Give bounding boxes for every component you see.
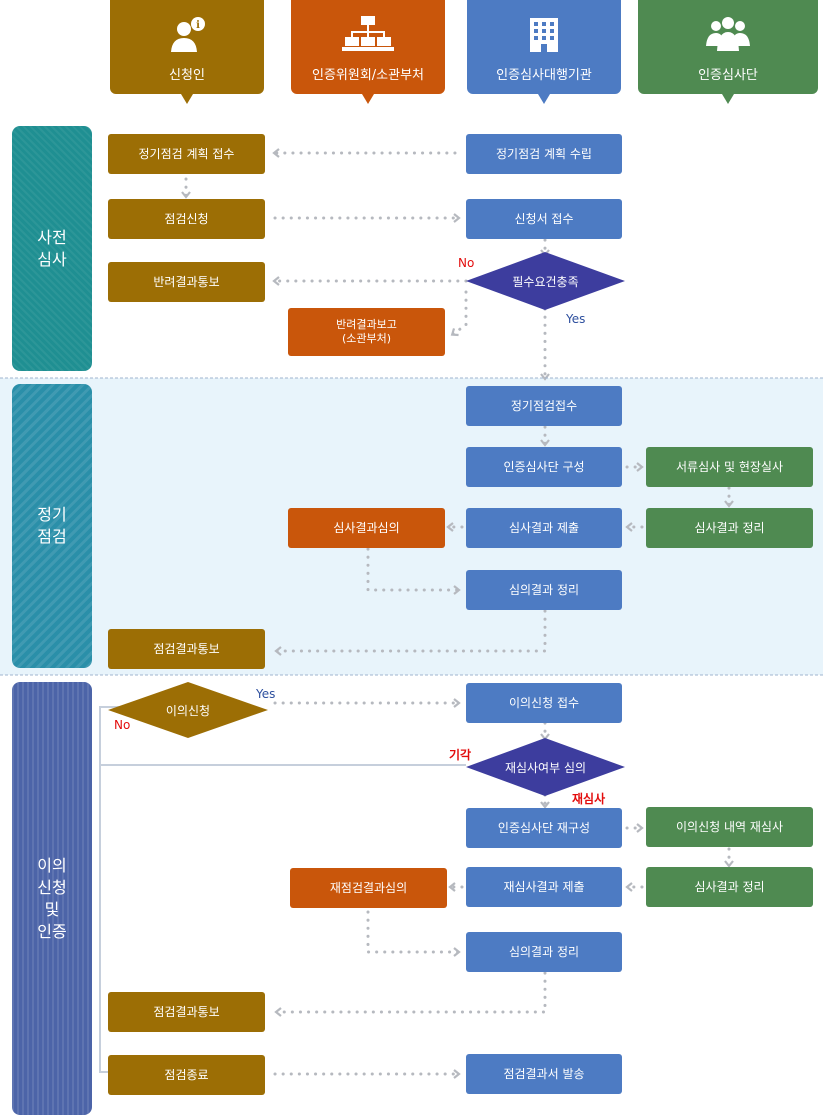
- step-team-reformation: 인증심사단 재구성: [466, 808, 622, 848]
- step-team-formation: 인증심사단 구성: [466, 447, 622, 487]
- building-icon: [467, 14, 621, 54]
- decision-requirement-check: 필수요건충족: [466, 252, 625, 310]
- step-document-onsite-review: 서류심사 및 현장실사: [646, 447, 813, 487]
- arrow-organize-to-final-notice: [274, 971, 547, 1017]
- step-appeal-result-notice: 점검결과통보: [108, 992, 265, 1032]
- step-result-notice: 점검결과통보: [108, 629, 265, 669]
- lane-header-agency: 인증심사대행기관: [467, 0, 621, 104]
- label-rereview: 재심사: [572, 792, 606, 806]
- arrow-deliberation-to-organize: [366, 547, 461, 595]
- label-no-requirement: No: [458, 256, 475, 270]
- lane-label: 인증위원회/소관부처: [311, 68, 425, 83]
- step-apply: 점검신청: [108, 199, 265, 239]
- step-reinspection-deliberation: 재점검결과심의: [290, 868, 447, 908]
- svg-text:i: i: [196, 20, 200, 31]
- step-plan-receive: 정기점검 계획 접수: [108, 134, 265, 174]
- step-inspection-receive: 정기점검접수: [466, 386, 622, 426]
- person-info-icon: i: [110, 14, 264, 54]
- decision-appeal: 이의신청: [108, 682, 268, 738]
- rejection-report-line2: (소관부처): [341, 332, 392, 345]
- phase-pre-review: 사전 심사: [12, 126, 92, 371]
- arrow-organize-to-notice: [274, 609, 547, 656]
- step-result-submit: 심사결과 제출: [466, 508, 622, 548]
- decision-label: 재심사여부 심의: [504, 760, 587, 775]
- label-dismissed: 기각: [449, 748, 472, 762]
- arrow-check-no-to-report: [450, 290, 468, 337]
- label-no-appeal: No: [114, 718, 131, 732]
- step-application-receive: 신청서 접수: [466, 199, 622, 239]
- lane-header-committee: 인증위원회/소관부처: [291, 0, 445, 104]
- step-plan-establish: 정기점검 계획 수립: [466, 134, 622, 174]
- step-inspection-end: 점검종료: [108, 1055, 265, 1095]
- org-chart-icon: [291, 14, 445, 54]
- phase-regular-inspection: 정기 점검: [12, 384, 92, 668]
- step-rejection-report: 반려결과보고 (소관부처): [288, 308, 445, 356]
- group-icon: [638, 14, 818, 54]
- step-result-organize: 심사결과 정리: [646, 508, 813, 548]
- lane-label: 인증심사대행기관: [496, 68, 592, 83]
- phase-appeal-certification: 이의 신청 및 인증: [12, 682, 92, 1115]
- step-deliberation-organize: 심의결과 정리: [466, 570, 622, 610]
- lane-header-applicant: i 신청인: [110, 0, 264, 104]
- decision-rereview: 재심사여부 심의: [466, 738, 625, 796]
- step-appeal-receive: 이의신청 접수: [466, 683, 622, 723]
- lane-label: 신청인: [169, 68, 205, 83]
- step-appeal-deliberation-organize: 심의결과 정리: [466, 932, 622, 972]
- decision-label: 이의신청: [165, 703, 211, 718]
- step-appeal-result-organize: 심사결과 정리: [646, 867, 813, 907]
- step-result-deliberation: 심사결과심의: [288, 508, 445, 548]
- step-rereview-submit: 재심사결과 제출: [466, 867, 622, 907]
- step-report-dispatch: 점검결과서 발송: [466, 1054, 622, 1094]
- arrow-reinspection-to-organize: [366, 910, 461, 957]
- label-yes-appeal: Yes: [256, 687, 276, 701]
- lane-label: 인증심사단: [698, 68, 758, 83]
- label-yes-requirement: Yes: [566, 312, 586, 326]
- rejection-report-line1: 반려결과보고: [336, 318, 397, 331]
- lane-header-audit-team: 인증심사단: [638, 0, 818, 104]
- step-rejection-notice: 반려결과통보: [108, 262, 265, 302]
- step-appeal-rereview: 이의신청 내역 재심사: [646, 807, 813, 847]
- decision-label: 필수요건충족: [512, 274, 579, 289]
